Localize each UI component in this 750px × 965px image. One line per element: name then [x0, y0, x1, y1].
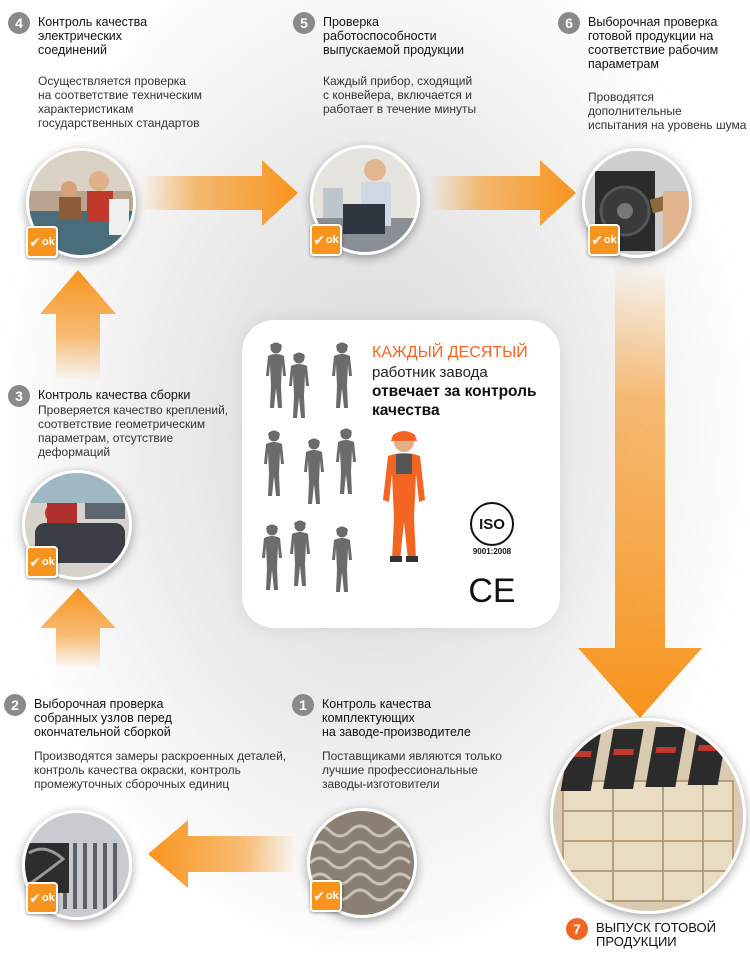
step-title: Контроль качества сборки — [38, 388, 191, 402]
step-number: 6 — [558, 12, 580, 34]
worker-icon — [332, 526, 352, 592]
iso-standard-number: 9001:2008 — [473, 547, 512, 556]
flow-arrow-icon — [40, 588, 116, 668]
step-number: 7 — [566, 918, 588, 940]
iso-logo-icon: ISO 9001:2008 — [470, 502, 514, 556]
photo-finished-products — [550, 718, 746, 914]
ok-check-icon: ✔ok — [588, 224, 620, 256]
step-description: Поставщиками являются только лучшие проф… — [322, 749, 502, 791]
flow-arrow-icon — [430, 160, 576, 226]
step-title: Контроль качества комплектующих на завод… — [322, 697, 471, 739]
step-6: 6 Выборочная проверка готовой продукции … — [558, 12, 750, 152]
ok-check-icon: ✔ok — [26, 226, 58, 258]
final-step-label: ВЫПУСК ГОТОВОЙ ПРОДУКЦИИ — [596, 920, 716, 949]
step-number: 3 — [8, 385, 30, 407]
step-2: 2 Выборочная проверка собранных узлов пе… — [4, 694, 304, 804]
step-number: 4 — [8, 12, 30, 34]
worker-icon — [290, 520, 310, 586]
headline-line-3: отвечает за контроль — [372, 383, 537, 400]
step-description: Проверяется качество креплений, соответс… — [38, 403, 229, 459]
worker-icon — [264, 430, 284, 496]
worker-icon — [336, 428, 356, 494]
ok-check-icon: ✔ok — [26, 546, 58, 578]
step-description: Производятся замеры раскроенных деталей,… — [34, 749, 287, 791]
headline-highlight: КАЖДЫЙ ДЕСЯТЫЙ — [372, 344, 528, 361]
step-4: 4 Контроль качества электрических соедин… — [8, 12, 238, 152]
flow-arrow-icon — [40, 270, 116, 380]
headline-line-2: работник завода — [372, 364, 488, 381]
step-description: Каждый прибор, сходящий с конвейера, вкл… — [323, 74, 477, 116]
step-description: Осуществляется проверка на соответствие … — [38, 74, 203, 130]
step-number: 5 — [293, 12, 315, 34]
worker-icon — [304, 438, 324, 504]
step-number: 2 — [4, 694, 26, 716]
step-title: Проверка работоспособности выпускаемой п… — [323, 15, 464, 57]
ce-mark-icon: CE — [468, 572, 515, 610]
flow-arrow-icon — [578, 262, 702, 718]
flow-arrow-icon — [140, 160, 298, 226]
quality-control-card: КАЖДЫЙ ДЕСЯТЫЙ работник завода отвечает … — [242, 320, 560, 628]
flow-arrow-icon — [148, 820, 296, 888]
step-title: Выборочная проверка собранных узлов пере… — [34, 697, 172, 739]
ok-check-icon: ✔ok — [310, 224, 342, 256]
step-number: 1 — [292, 694, 314, 716]
step-5: 5 Проверка работоспособности выпускаемой… — [293, 12, 523, 152]
worker-icon — [262, 524, 282, 590]
step-title: Выборочная проверка готовой продукции на… — [588, 15, 719, 71]
step-1: 1 Контроль качества комплектующих на зав… — [292, 694, 522, 804]
worker-icon — [383, 431, 425, 562]
step-description: Проводятся дополнительные испытания на у… — [588, 90, 747, 132]
step-title: Контроль качества электрических соединен… — [38, 15, 148, 57]
worker-icon — [266, 342, 286, 408]
ok-check-icon: ✔ok — [310, 880, 342, 912]
iso-logo-text: ISO — [479, 516, 505, 533]
workers-illustration: ISO 9001:2008 CE — [262, 342, 516, 610]
worker-icon — [289, 352, 309, 418]
step-3: 3 Контроль качества сборки Проверяется к… — [8, 385, 238, 475]
headline-line-4: качества — [372, 402, 440, 419]
ok-check-icon: ✔ok — [26, 882, 58, 914]
worker-icon — [332, 342, 352, 408]
